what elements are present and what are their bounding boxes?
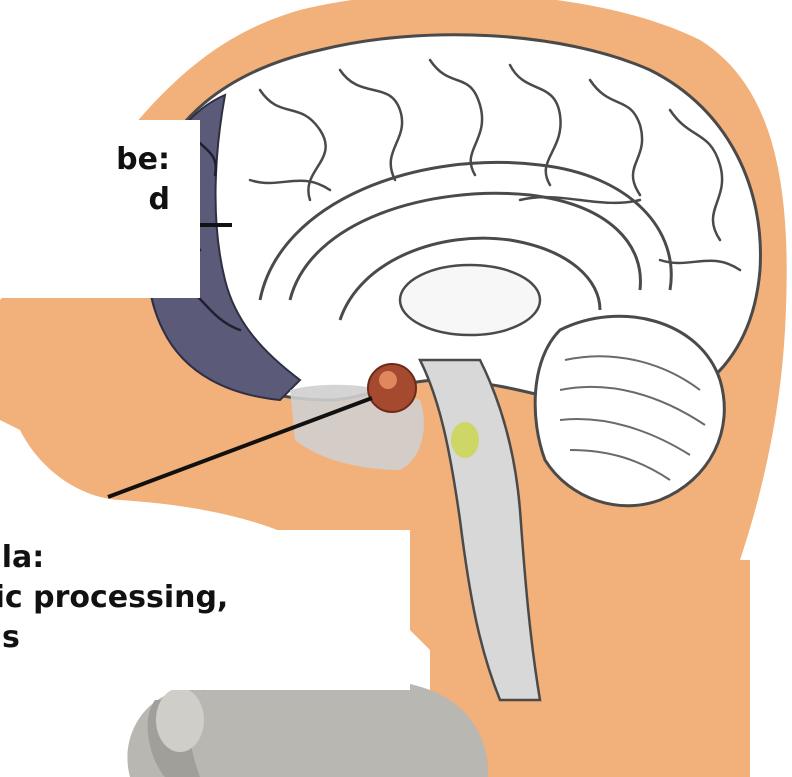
- frontal-lobe-label-line2: d: [0, 180, 170, 220]
- pituitary-gland: [451, 422, 479, 458]
- cerebellum: [535, 316, 724, 505]
- frontal-lobe-label: be: d: [0, 120, 200, 298]
- thalamus: [400, 265, 540, 335]
- amygdala-highlight: [379, 371, 397, 389]
- frontal-lobe-label-line1: be:: [0, 140, 170, 180]
- amygdala-label: dala: atic processing, ons: [0, 530, 410, 690]
- amygdala-label-line3: ons: [0, 618, 410, 658]
- amygdala-label-line1: dala:: [0, 538, 410, 578]
- amygdala-label-line2: atic processing,: [0, 578, 410, 618]
- neck-region: [600, 560, 750, 777]
